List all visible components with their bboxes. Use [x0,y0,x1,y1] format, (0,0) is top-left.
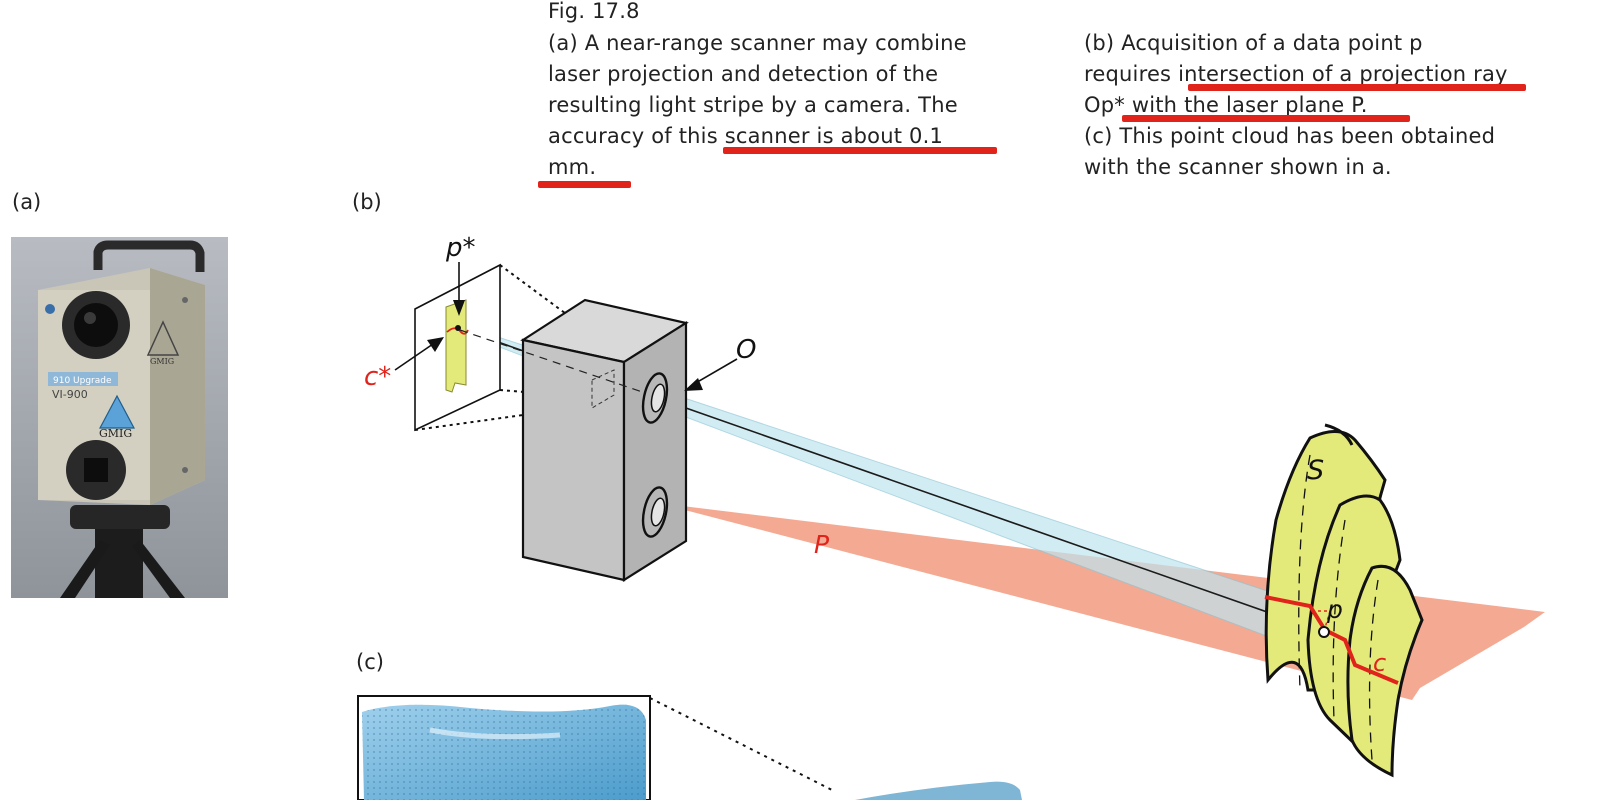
point-p [1318,626,1330,638]
caption-b: (b) Acquisition of a data point p requir… [1084,28,1594,183]
highlight-underline [538,181,631,188]
label-c-star: c* [364,362,391,392]
laser-stripe-c [1264,595,1399,685]
panel-label-a: (a) [12,190,42,214]
scanner-sticker-text: 910 Upgrade [53,376,112,386]
image-stripe [446,327,469,335]
caption-b-line: with the scanner shown in a. [1084,155,1392,179]
highlight-underline [723,147,997,154]
label-p: p [1326,595,1343,624]
scanner-photo: 910 Upgrade VI-900 GMIG GMIG [11,237,228,598]
arrow-O [693,358,738,385]
label-O: O [736,335,756,365]
caption-a-line: (a) A near-range scanner may combine [548,31,967,55]
caption-a-line: resulting light stripe by a camera. The [548,93,958,117]
label-P: P [814,530,830,559]
caption-a-line: laser projection and detection of the [548,62,939,86]
arrow-c-star [394,343,434,371]
gmig-logo-text: GMIG [99,427,132,440]
diagram-b [394,262,1545,778]
gmig-logo-icon [99,394,135,429]
caption-b-line: Op* with the laser plane P. [1084,93,1368,117]
image-silhouette [445,299,467,393]
highlight-underline [1188,84,1526,91]
caption-a-line: mm. [548,155,597,179]
caption-a-line: accuracy of this scanner is about 0.1 [548,124,944,148]
gmig-logo-text: GMIG [150,357,174,366]
label-p-star: p* [445,233,476,263]
caption-b-line: (b) Acquisition of a data point p [1084,31,1423,55]
panel-label-b: (b) [352,190,382,214]
caption-b-line: requires intersection of a projection ra… [1084,62,1508,86]
surface-S [1264,423,1424,778]
highlight-underline [1122,115,1410,122]
label-c: c [1373,649,1386,677]
panel-label-c: (c) [356,650,384,674]
label-S: S [1307,455,1324,486]
caption-a: (a) A near-range scanner may combine las… [548,28,1068,183]
scanner-model-text: VI-900 [52,388,88,401]
camera-box-side [622,321,688,582]
point-cloud [357,695,1022,800]
caption-b-line: (c) This point cloud has been obtained [1084,124,1496,148]
figure-label: Fig. 17.8 [548,0,640,23]
camera-box-front [521,338,626,582]
gmig-logo-icon [146,320,180,356]
